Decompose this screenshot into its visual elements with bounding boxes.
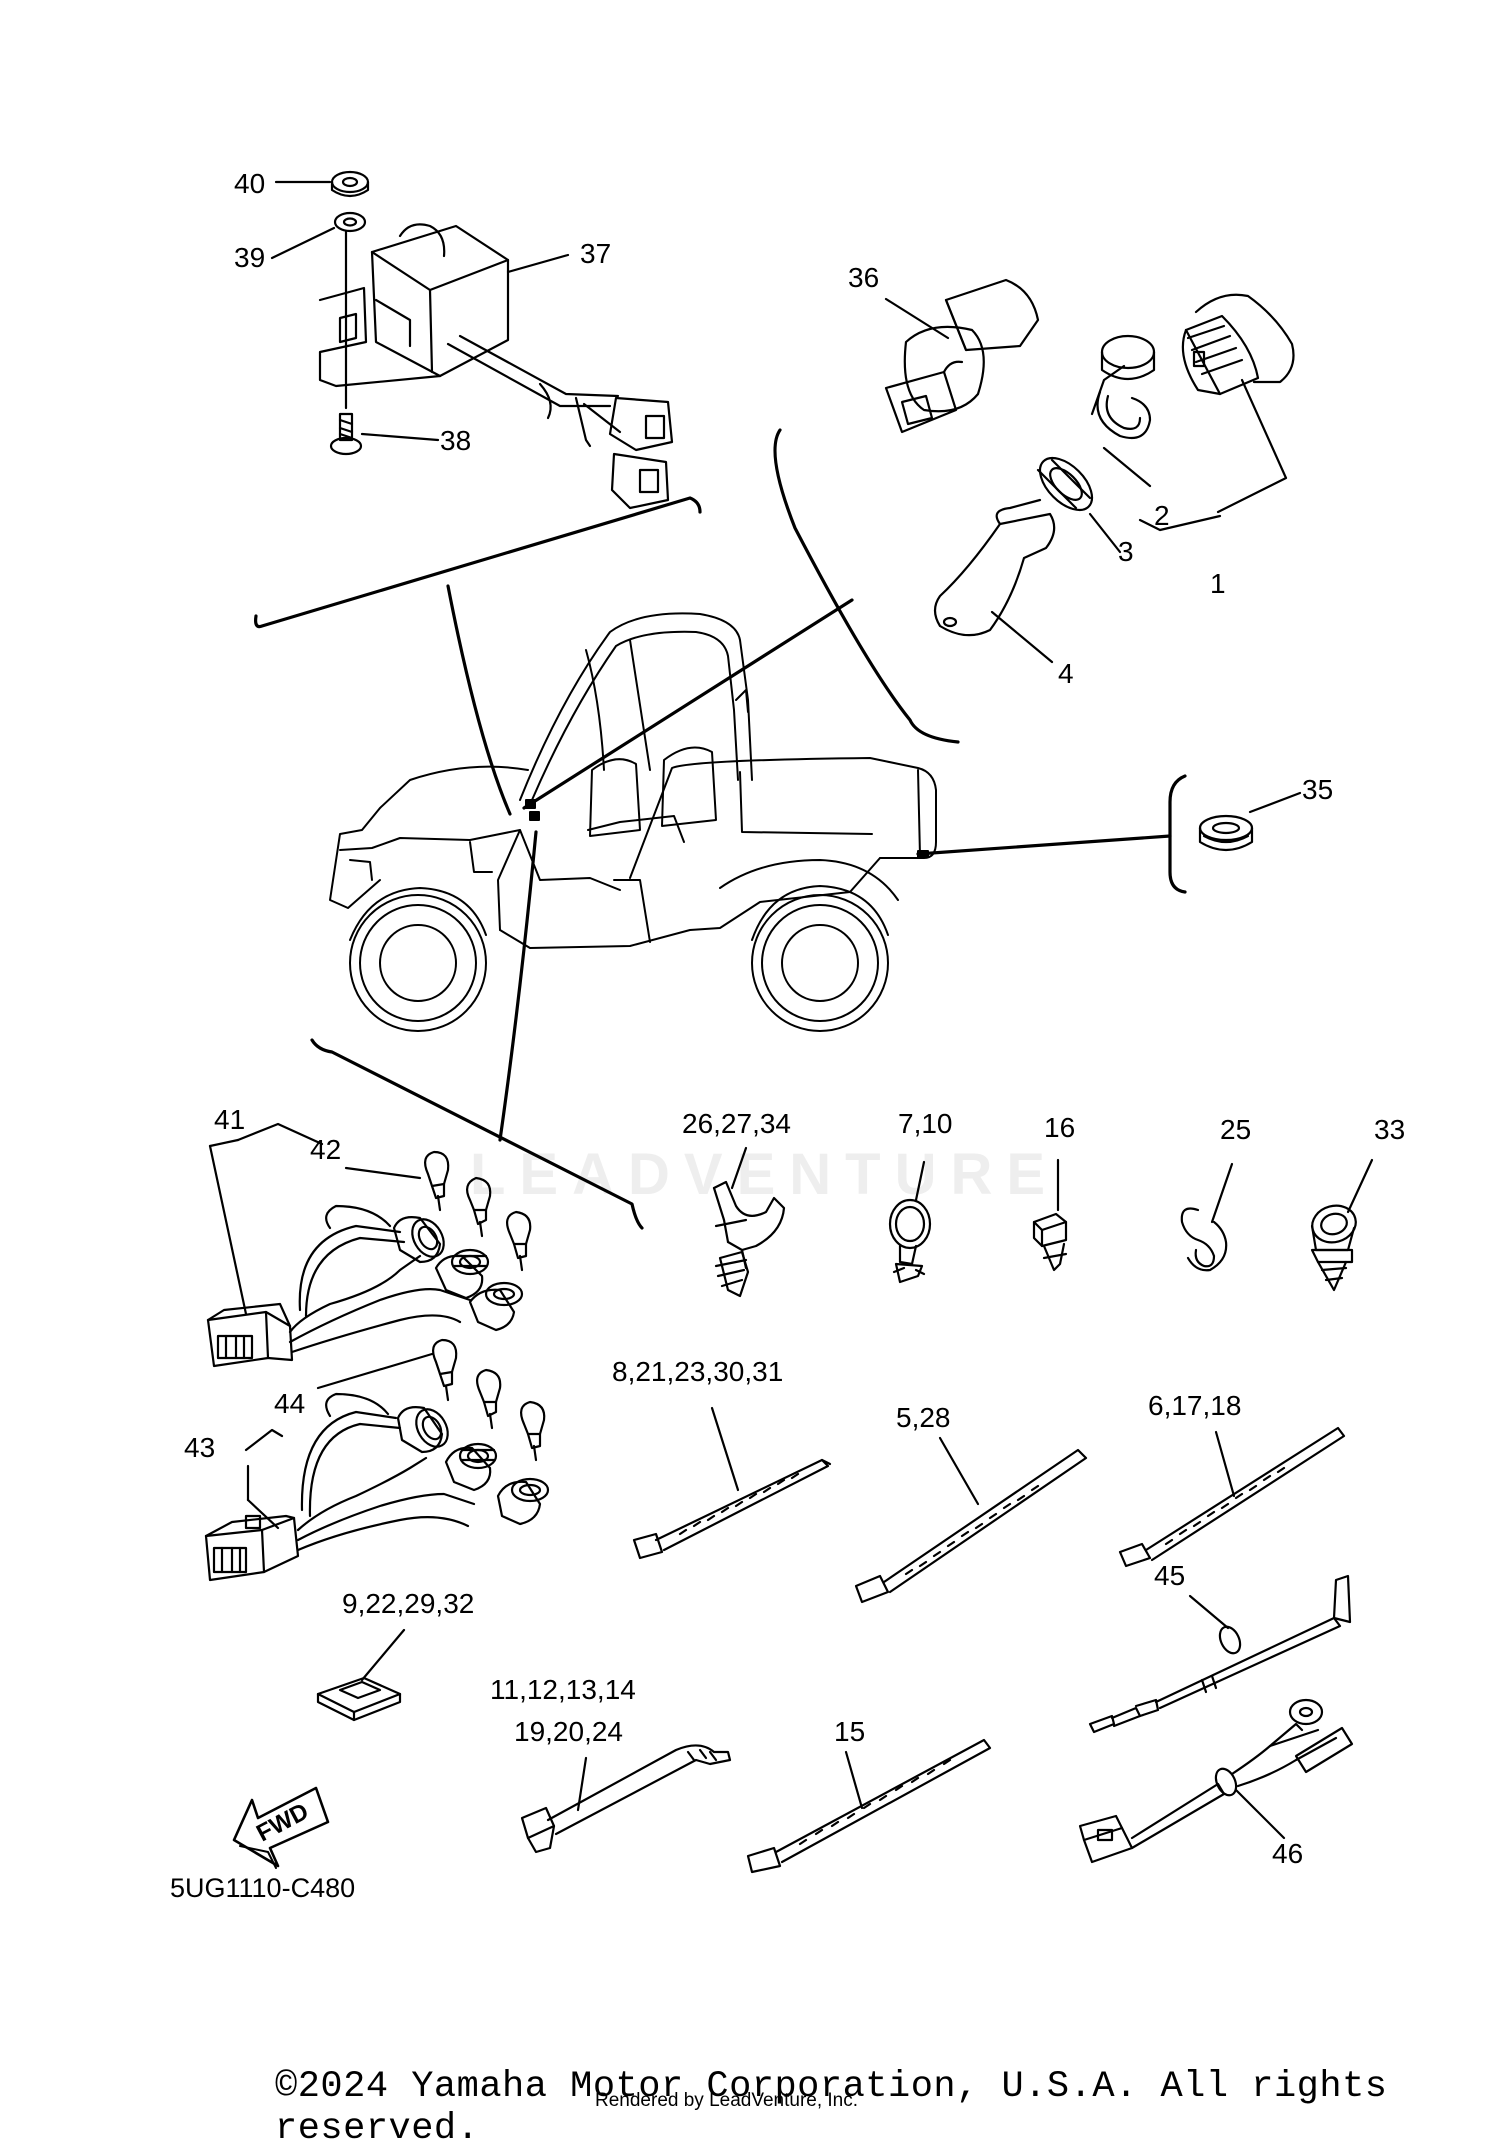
watermark-text: LEADVENTURE (470, 1142, 1060, 1207)
copyright-notice: ©2024 Yamaha Motor Corporation, U.S.A. A… (275, 2066, 1388, 2150)
fwd-label: FWD (252, 1798, 313, 1847)
callout-43: 43 (184, 1432, 216, 1463)
cable-tie-11 (522, 1745, 730, 1852)
nut-40 (332, 172, 368, 196)
callout-41: 41 (214, 1104, 246, 1135)
clip-25 (1182, 1209, 1226, 1271)
screw-38 (331, 232, 361, 454)
bulb-socket (446, 1444, 496, 1490)
sleeve-4 (935, 500, 1054, 635)
clip-7 (890, 1200, 930, 1282)
socket-1 (1183, 295, 1294, 394)
callout-7-10: 7,10 (898, 1108, 953, 1139)
clip-16 (1034, 1214, 1066, 1270)
callout-8-21-23-30-31: 8,21,23,30,31 (612, 1356, 784, 1387)
callout-42: 42 (310, 1134, 342, 1165)
cable-tie-6 (1120, 1428, 1344, 1566)
callout-36: 36 (848, 262, 880, 293)
washer-39 (335, 213, 365, 231)
callout-39: 39 (234, 242, 266, 273)
lead-wire-45 (1090, 1576, 1350, 1732)
fwd-arrow-icon (234, 1788, 328, 1868)
bulb-socket (470, 1283, 522, 1330)
bulbs-44 (433, 1340, 544, 1460)
callout-33: 33 (1374, 1114, 1406, 1145)
callout-46: 46 (1272, 1838, 1304, 1869)
harness-43 (206, 1394, 548, 1580)
clip-26 (714, 1182, 784, 1296)
callout-26-27-34: 26,27,34 (682, 1108, 791, 1139)
bulb-socket (394, 1214, 450, 1263)
callout-4: 4 (1058, 658, 1074, 689)
bulb-socket (398, 1404, 454, 1453)
grommet-35 (1200, 816, 1252, 850)
callout-1: 1 (1210, 568, 1226, 599)
diagram-code: 5UG1110-C480 (170, 1873, 356, 1903)
callout-11-12-13-14: 11,12,13,14 (490, 1674, 636, 1705)
rendered-by-note: Rendered by LeadVenture, Inc. (595, 2090, 859, 2111)
cable-tie-8 (634, 1460, 830, 1558)
cable-tie-5 (856, 1450, 1086, 1602)
callout-9-22-29-32: 9,22,29,32 (342, 1588, 475, 1619)
cable-tie-15 (748, 1740, 990, 1872)
callout-2: 2 (1154, 500, 1170, 531)
callout-25: 25 (1220, 1114, 1252, 1145)
callout-5-28: 5,28 (896, 1402, 951, 1433)
cap-2 (1092, 336, 1154, 438)
bulb-socket (498, 1479, 548, 1524)
callout-45: 45 (1154, 1560, 1186, 1591)
callout-19-20-24: 19,20,24 (514, 1716, 623, 1747)
harness-46 (1080, 1700, 1352, 1862)
bulb-socket (436, 1250, 488, 1298)
switch-36 (886, 280, 1038, 432)
lock-nut-3 (1031, 449, 1102, 520)
callout-35: 35 (1302, 774, 1334, 805)
callout-16: 16 (1044, 1112, 1076, 1143)
group-brackets (256, 430, 1185, 1228)
harness-41 (208, 1206, 522, 1366)
callout-38: 38 (440, 425, 472, 456)
relay-assembly-37 (320, 224, 672, 508)
callout-40: 40 (234, 168, 266, 199)
tie-mount-9 (318, 1678, 400, 1720)
callout-15: 15 (834, 1716, 866, 1747)
clip-33 (1308, 1201, 1360, 1290)
side-by-side-vehicle (330, 613, 936, 1031)
callout-37: 37 (580, 238, 612, 269)
callout-3: 3 (1118, 536, 1134, 567)
callout-6-17-18: 6,17,18 (1148, 1390, 1242, 1421)
callout-44: 44 (274, 1388, 306, 1419)
bulbs-42 (425, 1152, 530, 1270)
